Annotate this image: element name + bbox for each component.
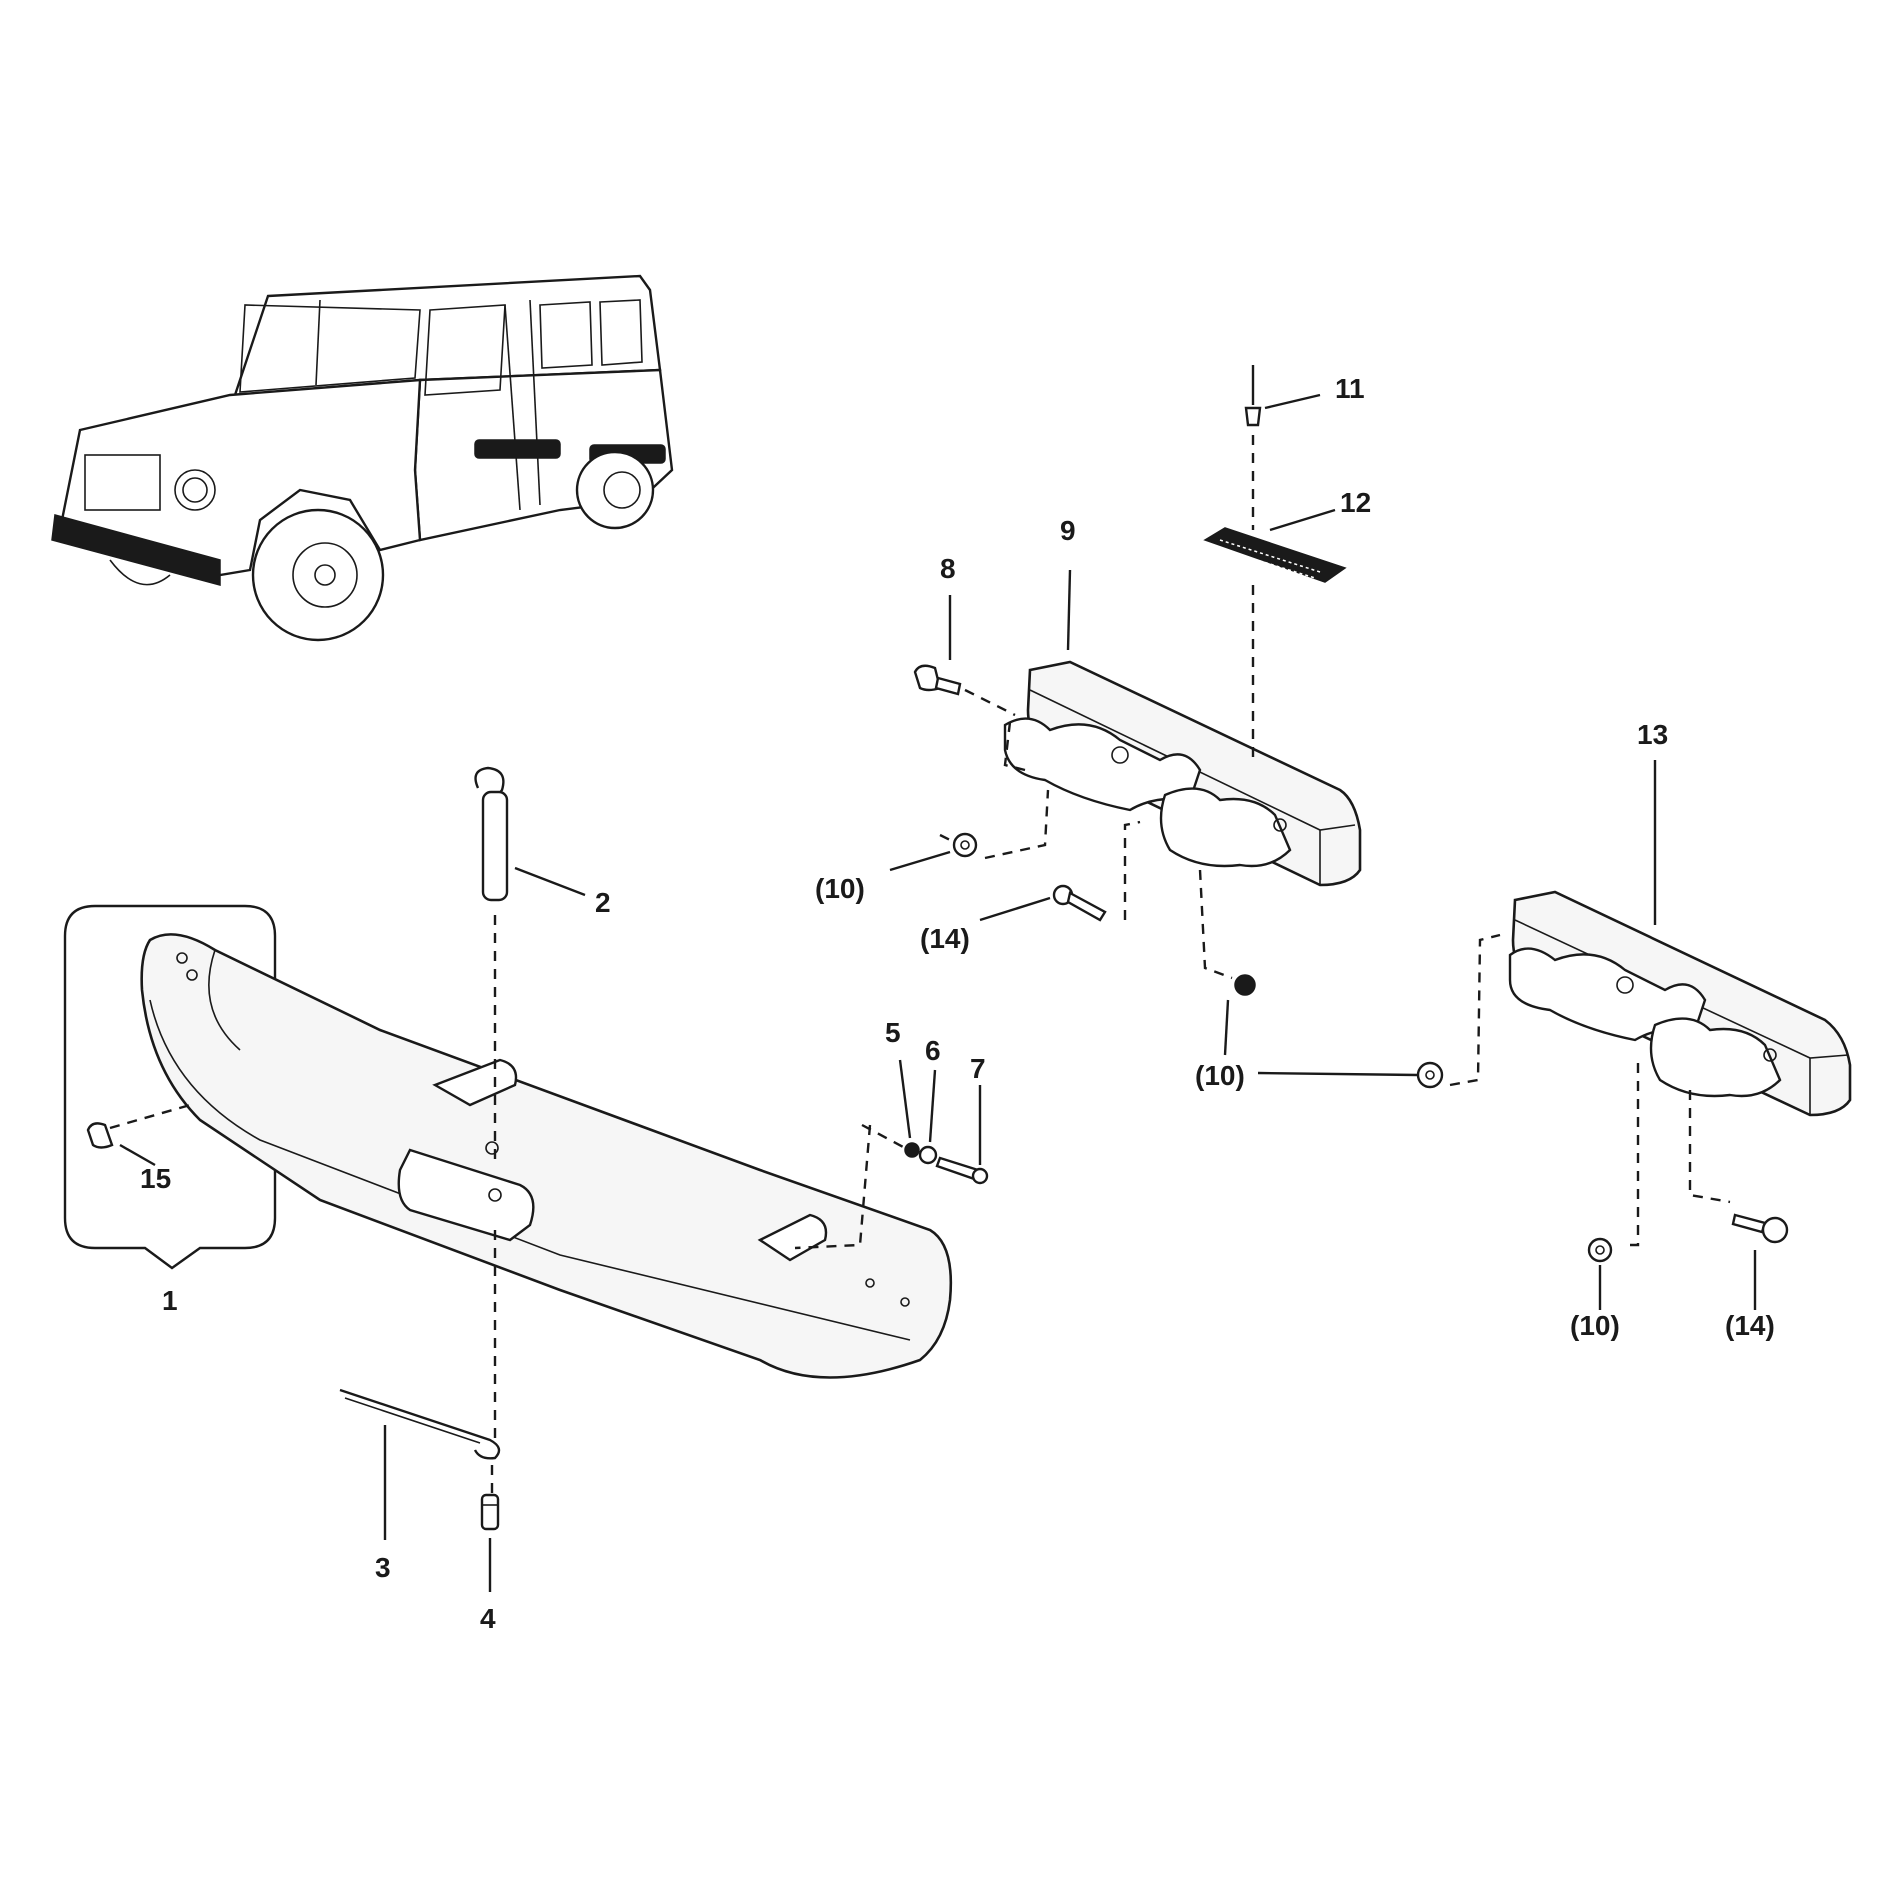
callout-5: 5	[885, 1017, 901, 1048]
front-bumper-assembly	[63, 904, 953, 1379]
callout-3: 3	[375, 1552, 391, 1583]
callout-4: 4	[480, 1603, 496, 1634]
callout-14-b: (14)	[1725, 1310, 1775, 1341]
screw-15	[86, 1122, 114, 1149]
nut-10-a	[952, 832, 978, 858]
side-step-upper	[1003, 660, 1362, 887]
callout-1: 1	[162, 1285, 178, 1316]
callout-12: 12	[1340, 487, 1371, 518]
mount-stub-right	[757, 1213, 828, 1262]
callout-2: 2	[595, 887, 611, 918]
nut-10-d	[1587, 1237, 1613, 1263]
step-pad	[1203, 527, 1347, 583]
retaining-clip	[339, 1388, 501, 1460]
screw-11	[1244, 365, 1262, 427]
towing-pin	[474, 766, 509, 902]
callout-13: 13	[1637, 719, 1668, 750]
callout-14-a: (14)	[920, 923, 970, 954]
callout-10-c: (10)	[1570, 1310, 1620, 1341]
bolt-14-a	[1052, 884, 1107, 922]
leader-lines	[119, 393, 1757, 1592]
nut-10-b	[1234, 974, 1256, 996]
callout-10-a: (10)	[815, 873, 865, 904]
bumper-end-bracket-outline	[63, 904, 277, 1270]
mount-stub-left	[432, 1058, 518, 1107]
side-step-lower	[1508, 890, 1852, 1117]
nut-10-c	[1416, 1061, 1444, 1089]
callout-10-b: (10)	[1195, 1060, 1245, 1091]
bolt-14-b	[1731, 1213, 1789, 1244]
callout-6: 6	[925, 1035, 941, 1066]
bumper-bar	[140, 933, 953, 1379]
hardware-5-6-7	[904, 1142, 989, 1185]
callout-7: 7	[970, 1053, 986, 1084]
bolt-8	[913, 664, 962, 696]
vehicle-illustration	[51, 274, 674, 642]
callout-9: 9	[1060, 515, 1076, 546]
callout-15: 15	[140, 1163, 171, 1194]
callout-11: 11	[1335, 373, 1365, 404]
bumper-recess	[397, 1148, 535, 1242]
bolt-4	[480, 1493, 500, 1531]
callout-8: 8	[940, 553, 956, 584]
